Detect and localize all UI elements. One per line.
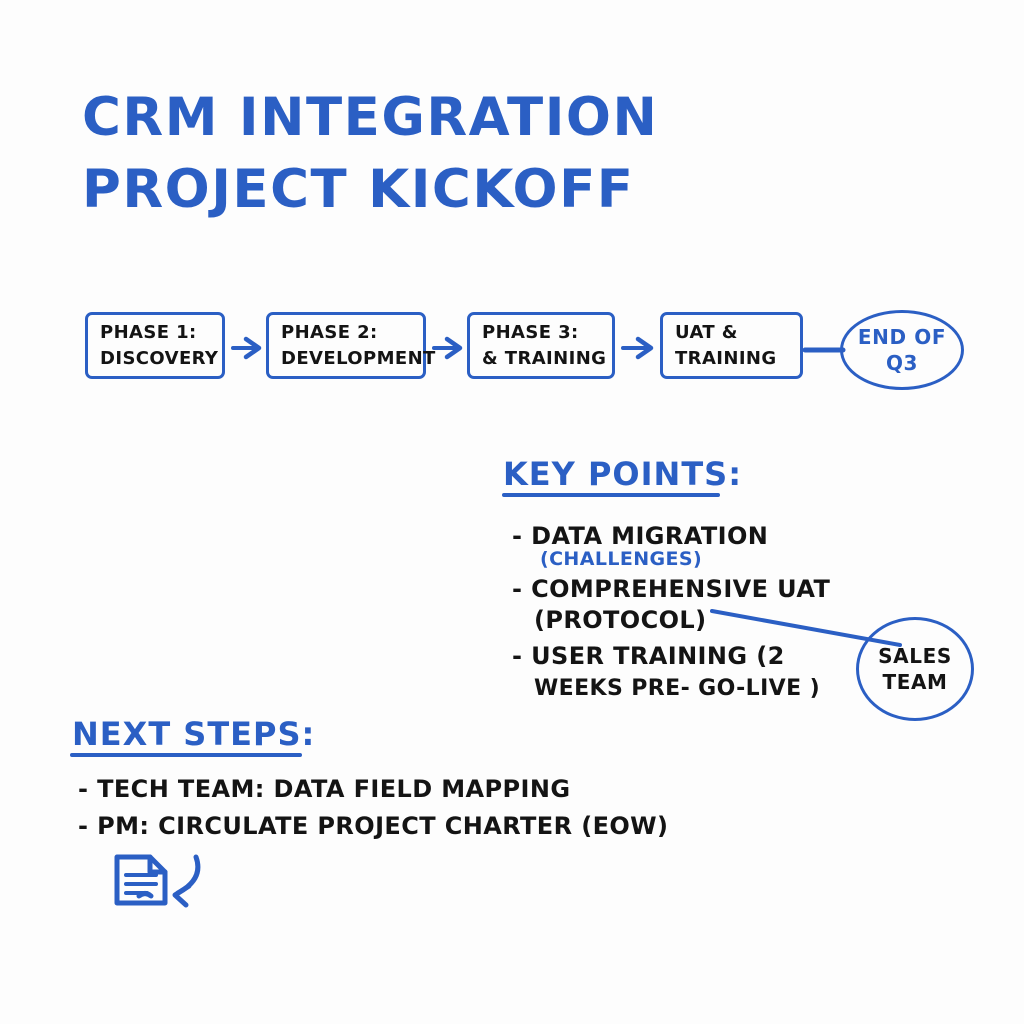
next-step-item-2: - PM: CIRCULATE PROJECT CHARTER (EOW) [78, 812, 669, 840]
next-steps-heading-underline [70, 753, 302, 757]
end-of-q3-line-2: Q3 [885, 351, 919, 375]
key-points-heading: KEY POINTS: [503, 455, 742, 493]
flow-box-phase-1[interactable]: PHASE 1: DISCOVERY [85, 312, 225, 379]
flow-box-phase-1-line-2: DISCOVERY [100, 347, 219, 369]
flow-box-uat-training-line-2: TRAINING [675, 347, 777, 369]
flow-box-phase-2-line-1: PHASE 2: [281, 321, 378, 343]
key-point-2-sub: (PROTOCOL) [534, 606, 707, 634]
key-point-1-main: - DATA MIGRATION [512, 522, 769, 550]
page-title: CRM INTEGRATION PROJECT KICKOFF [82, 82, 782, 226]
next-steps-heading: NEXT STEPS: [72, 715, 316, 753]
flow-box-phase-2-line-2: DEVELOPMENT [281, 347, 436, 369]
end-of-q3-line-1: END OF [857, 325, 947, 349]
document-icon [114, 854, 168, 906]
next-step-item-1: - TECH TEAM: DATA FIELD MAPPING [78, 775, 571, 803]
key-point-3-main: - USER TRAINING (2 [512, 642, 785, 670]
flow-box-phase-3[interactable]: PHASE 3: & TRAINING [467, 312, 615, 379]
key-point-1-sub: (CHALLENGES) [540, 548, 703, 570]
flow-box-phase-3-line-2: & TRAINING [482, 347, 607, 369]
curved-arrow-icon [172, 854, 201, 908]
flow-box-phase-3-line-1: PHASE 3: [482, 321, 579, 343]
flow-box-uat-training-line-1: UAT & [675, 321, 738, 343]
flow-arrow-2 [432, 336, 463, 360]
flow-arrow-1 [231, 336, 262, 360]
key-point-3-sub: WEEKS PRE- GO-LIVE ) [534, 676, 821, 701]
flow-end-node-end-of-q3[interactable]: END OF Q3 [840, 310, 964, 390]
page-title-line-2: PROJECT KICKOFF [82, 159, 635, 220]
callout-sales-team[interactable]: SALES TEAM [856, 617, 974, 721]
sales-team-line-2: TEAM [882, 670, 948, 694]
flow-arrow-3 [621, 336, 654, 360]
flow-box-phase-2[interactable]: PHASE 2: DEVELOPMENT [266, 312, 436, 379]
key-point-2-main: - COMPREHENSIVE UAT [512, 575, 831, 603]
flow-box-phase-1-line-1: PHASE 1: [100, 321, 197, 343]
flow-box-uat-training[interactable]: UAT & TRAINING [660, 312, 803, 379]
key-points-heading-underline [502, 493, 720, 497]
page-title-line-1: CRM INTEGRATION [82, 87, 659, 148]
sales-team-line-1: SALES [878, 644, 952, 668]
